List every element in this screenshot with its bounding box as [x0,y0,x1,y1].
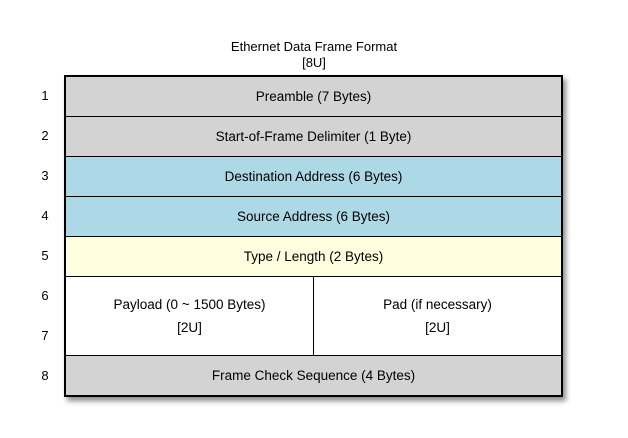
row-number-4: 4 [41,207,49,223]
field-destination-label: Destination Address (6 Bytes) [224,168,403,184]
field-pad-label: Pad (if necessary) [383,296,492,312]
field-source-label: Source Address (6 Bytes) [236,208,391,224]
field-preamble: Preamble (7 Bytes) [66,77,561,116]
field-payload-label: Payload (0 ~ 1500 Bytes) [113,296,266,312]
field-sfd-label: Start-of-Frame Delimiter (1 Byte) [215,128,412,144]
row-number-6: 6 [41,287,49,303]
diagram-title: Ethernet Data Frame Format [230,39,398,54]
field-start-of-frame-delimiter: Start-of-Frame Delimiter (1 Byte) [66,116,561,156]
field-payload-pad-row: Payload (0 ~ 1500 Bytes) [2U] Pad (if ne… [66,276,561,355]
field-pad: Pad (if necessary) [2U] [313,277,561,355]
row-number-2: 2 [41,127,49,143]
field-frame-check-sequence: Frame Check Sequence (4 Bytes) [66,355,561,395]
field-destination-address: Destination Address (6 Bytes) [66,156,561,196]
row-number-5: 5 [41,247,49,263]
row-number-8: 8 [41,367,49,383]
row-number-column: 1 2 3 4 5 6 7 8 [34,75,56,395]
row-number-3: 3 [41,167,49,183]
field-source-address: Source Address (6 Bytes) [66,196,561,236]
field-payload: Payload (0 ~ 1500 Bytes) [2U] [66,277,313,355]
field-pad-unit: [2U] [425,319,450,335]
ethernet-frame-table: Preamble (7 Bytes) Start-of-Frame Delimi… [64,75,563,397]
diagram-subtitle: [8U] [302,55,326,70]
row-number-1: 1 [41,87,49,103]
diagram-title-block: Ethernet Data Frame Format [8U] [0,39,628,71]
field-type-length: Type / Length (2 Bytes) [66,236,561,276]
row-number-7: 7 [41,327,49,343]
field-preamble-label: Preamble (7 Bytes) [255,88,372,104]
field-type-length-label: Type / Length (2 Bytes) [243,248,384,264]
field-payload-unit: [2U] [177,319,202,335]
field-fcs-label: Frame Check Sequence (4 Bytes) [211,367,416,383]
